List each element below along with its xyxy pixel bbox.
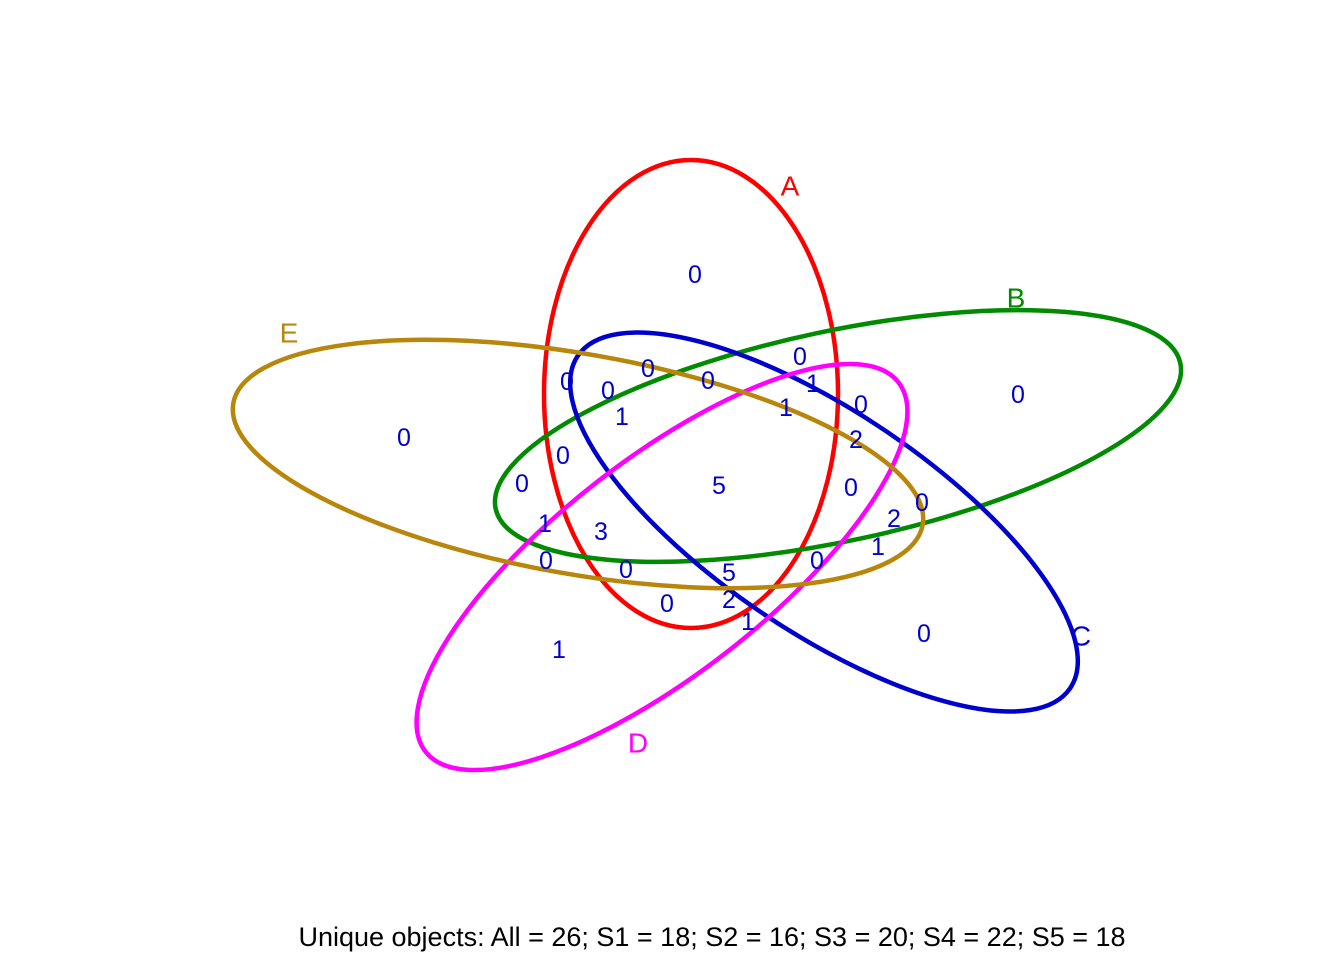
region-count: 0 (539, 547, 553, 575)
set-labels: A B C D E (280, 171, 1091, 759)
region-count: 5 (712, 472, 726, 500)
region-count: 1 (615, 403, 629, 431)
set-label-C: C (1071, 621, 1091, 652)
set-ellipse-D (414, 361, 910, 773)
set-ellipse-C (567, 330, 1081, 714)
region-count: 1 (806, 370, 820, 398)
region-count: 0 (844, 474, 858, 502)
region-count: 2 (849, 426, 863, 454)
set-label-A: A (781, 171, 800, 202)
region-count: 0 (560, 368, 574, 396)
caption: Unique objects: All = 26; S1 = 18; S2 = … (298, 922, 1125, 952)
region-count: 0 (688, 261, 702, 289)
region-count: 0 (917, 620, 931, 648)
region-count: 5 (722, 559, 736, 587)
region-count: 1 (538, 510, 552, 538)
region-count: 0 (793, 343, 807, 371)
region-count: 0 (810, 547, 824, 575)
region-count: 0 (556, 442, 570, 470)
region-count: 3 (594, 518, 608, 546)
region-count: 0 (515, 470, 529, 498)
region-count: 1 (552, 636, 566, 664)
region-count: 1 (779, 394, 793, 422)
region-count: 0 (619, 556, 633, 584)
region-count: 0 (641, 355, 655, 383)
region-count: 0 (397, 424, 411, 452)
region-count: 0 (701, 367, 715, 395)
set-ellipse-E (230, 337, 926, 591)
region-count: 2 (887, 505, 901, 533)
region-count: 2 (722, 586, 736, 614)
set-ellipses (230, 157, 1184, 773)
set-ellipse-B (492, 307, 1184, 565)
region-count: 1 (741, 608, 755, 636)
set-label-E: E (280, 318, 299, 349)
set-ellipse-A (541, 157, 841, 631)
set-label-B: B (1007, 283, 1026, 314)
region-count: 0 (660, 590, 674, 618)
region-count: 0 (854, 391, 868, 419)
region-count: 1 (871, 533, 885, 561)
region-count: 0 (1011, 381, 1025, 409)
region-count: 0 (915, 489, 929, 517)
region-count: 0 (601, 377, 615, 405)
set-label-D: D (628, 728, 648, 759)
